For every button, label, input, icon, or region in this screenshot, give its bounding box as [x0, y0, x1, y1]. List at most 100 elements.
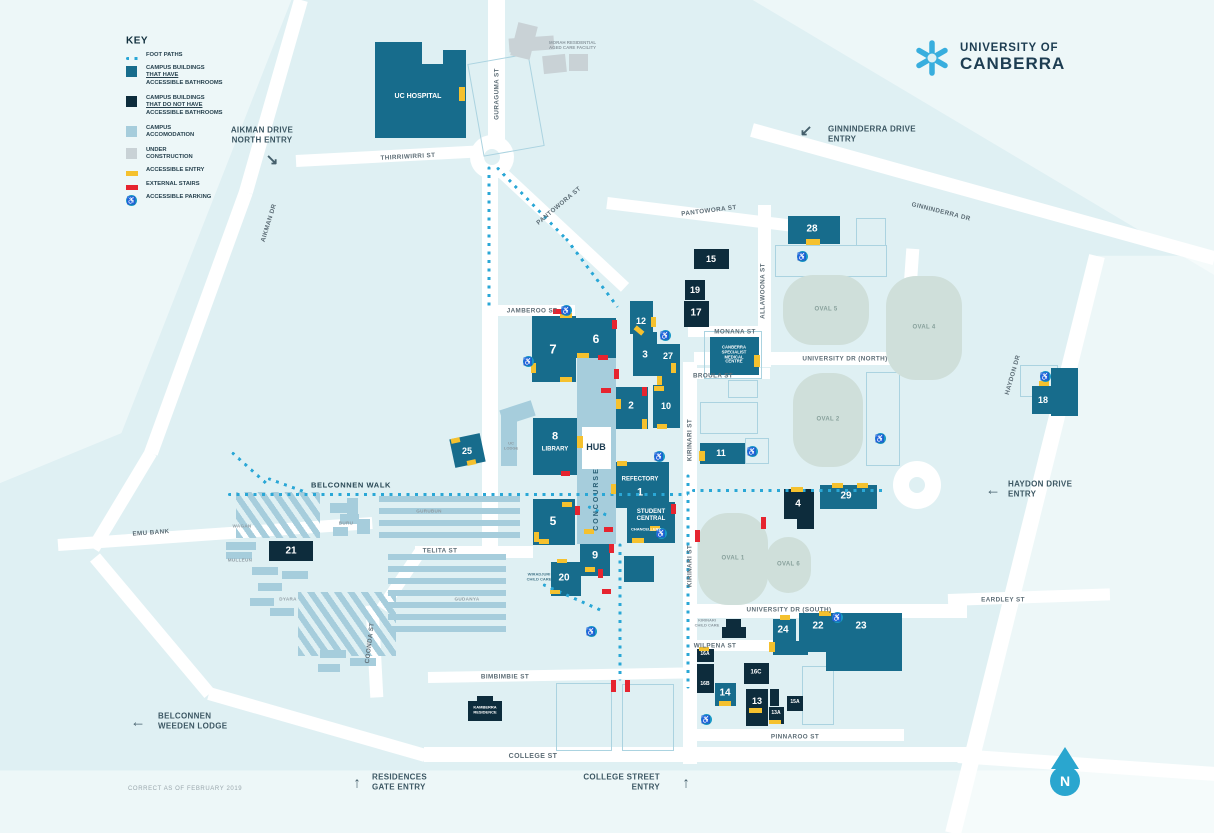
oval-1 — [698, 513, 768, 605]
morah-facility-part-2 — [542, 53, 567, 75]
building-3 — [633, 332, 657, 376]
foot-path-4 — [692, 488, 884, 492]
accommodation-block-0 — [330, 503, 347, 513]
street-label-allawoona-st: ALLAWOONA ST — [759, 263, 767, 319]
accessible-parking-icon-0: ♿ — [560, 304, 572, 316]
key-swatch-teal — [126, 66, 137, 77]
accommodation-block-14 — [318, 664, 340, 672]
key-item-label-7: ACCESSIBLE PARKING — [146, 194, 212, 200]
building-16c — [744, 663, 769, 684]
accom-gudanya — [388, 554, 506, 638]
accessible-entry-mark-6 — [651, 317, 656, 327]
building-uc-hospital-part-1 — [398, 64, 444, 138]
key-swatch-gray — [126, 148, 137, 159]
building-18-label: 18 — [1037, 394, 1049, 405]
accessible-parking-icon-11: ♿ — [585, 625, 597, 637]
entry-ginninderra-label: GINNINDERRA DRIVE ENTRY — [828, 124, 916, 144]
accommodation-block-6 — [226, 552, 252, 559]
road-27 — [424, 747, 969, 762]
street-label-aikman-dr: AIKMAN DR — [259, 202, 279, 243]
building-16a-label: 16A — [700, 651, 710, 658]
label-morah: MORAH RESIDENTIAL AGED CARE FACILITY — [549, 39, 597, 50]
road-24 — [688, 640, 785, 651]
field-outline-2 — [856, 218, 886, 246]
oval-2-label: OVAL 2 — [816, 416, 840, 423]
street-label-university-dr-north-: UNIVERSITY DR (NORTH) — [802, 355, 888, 363]
building-9-label: 9 — [591, 549, 599, 562]
building-16b — [697, 664, 714, 693]
accessible-entry-mark-35 — [719, 701, 731, 706]
building-17 — [684, 301, 709, 327]
building-24-label: 24 — [777, 624, 789, 636]
external-stairs-mark-5 — [612, 320, 617, 329]
building-15a — [787, 696, 803, 711]
building-16a — [697, 649, 714, 662]
building-kirinari-childcare — [726, 619, 741, 628]
foot-path-7 — [618, 543, 622, 680]
building-10-label: 10 — [660, 400, 672, 411]
accessible-entry-mark-21 — [557, 559, 567, 563]
building-15a-label: 15A — [790, 699, 800, 706]
accessible-entry-mark-17 — [539, 539, 549, 544]
accessible-entry-mark-7 — [671, 363, 676, 373]
accom-dyara — [298, 592, 396, 656]
building-uc-lodge-part-1 — [501, 414, 517, 466]
accessible-entry-mark-18 — [534, 532, 539, 542]
key-footpath-icon — [126, 57, 143, 60]
accessible-parking-icon-7: ♿ — [874, 432, 886, 444]
field-outline-10 — [704, 331, 762, 379]
entry-residences-gate-label: RESIDENCES GATE ENTRY — [372, 772, 428, 792]
building-21 — [269, 541, 313, 561]
building-28-label: 28 — [806, 223, 818, 235]
map-date-note: CORRECT AS OF FEBRUARY 2019 — [128, 786, 243, 792]
external-stairs-mark-1 — [598, 355, 608, 360]
building-4-part-1 — [797, 514, 814, 529]
external-stairs-mark-10 — [598, 569, 603, 578]
university-logo: UNIVERSITY OF CANBERRA — [912, 38, 1065, 78]
area-label-gurubun: GURUBUN — [416, 508, 442, 514]
accessible-parking-icon-6: ♿ — [746, 445, 758, 457]
oval-6 — [766, 537, 811, 593]
building-19 — [685, 280, 705, 300]
accessible-entry-mark-16 — [562, 502, 572, 507]
accessible-parking-icon-1: ♿ — [522, 355, 534, 367]
accessible-entry-mark-12 — [657, 424, 667, 429]
building-13a — [769, 707, 784, 724]
street-label-university-dr-south-: UNIVERSITY DR (SOUTH) — [746, 606, 832, 614]
building-8-library — [533, 418, 578, 475]
accessible-parking-icon-2: ♿ — [659, 329, 671, 341]
accessible-entry-mark-38 — [769, 720, 781, 724]
external-stairs-mark-8 — [604, 527, 613, 532]
entry-aikman-north-arrow-icon: ↘ — [265, 151, 279, 169]
building-13-bar — [770, 689, 779, 706]
road-25 — [688, 729, 904, 741]
accessible-entry-mark-13 — [577, 436, 583, 448]
building-8-library-label: 8 — [551, 430, 559, 443]
accessible-entry-mark-20 — [585, 567, 595, 572]
accessible-entry-mark-27 — [699, 451, 705, 461]
external-stairs-mark-13 — [761, 517, 766, 529]
entry-college-street-label: COLLEGE STREET ENTRY — [583, 772, 660, 792]
accessible-entry-mark-0 — [459, 87, 465, 101]
building-8-library-sublabel: LIBRARY — [541, 446, 569, 453]
accessible-parking-icon-5: ♿ — [796, 250, 808, 262]
area-label-mulleun: MULLEUN — [227, 557, 253, 563]
building-medical-centre — [710, 337, 759, 375]
external-stairs-mark-12 — [671, 504, 676, 514]
entry-haydon-arrow-icon: ← — [985, 481, 1001, 499]
key-item-label-5: ACCESSIBLE ENTRY — [146, 167, 205, 173]
street-label-wilpena-st: WILPENA ST — [693, 642, 737, 650]
roundabout-centre-1 — [909, 477, 925, 493]
oval-2 — [793, 373, 863, 467]
accessible-entry-mark-3 — [560, 377, 572, 382]
accommodation-block-12 — [320, 650, 346, 658]
accessible-parking-icon-10: ♿ — [700, 713, 712, 725]
accommodation-block-5 — [226, 542, 256, 550]
street-label-telita-st: TELITA ST — [422, 547, 458, 555]
building-15 — [694, 249, 729, 269]
accessible-entry-mark-19 — [584, 529, 594, 534]
accessible-entry-mark-28 — [806, 239, 820, 245]
